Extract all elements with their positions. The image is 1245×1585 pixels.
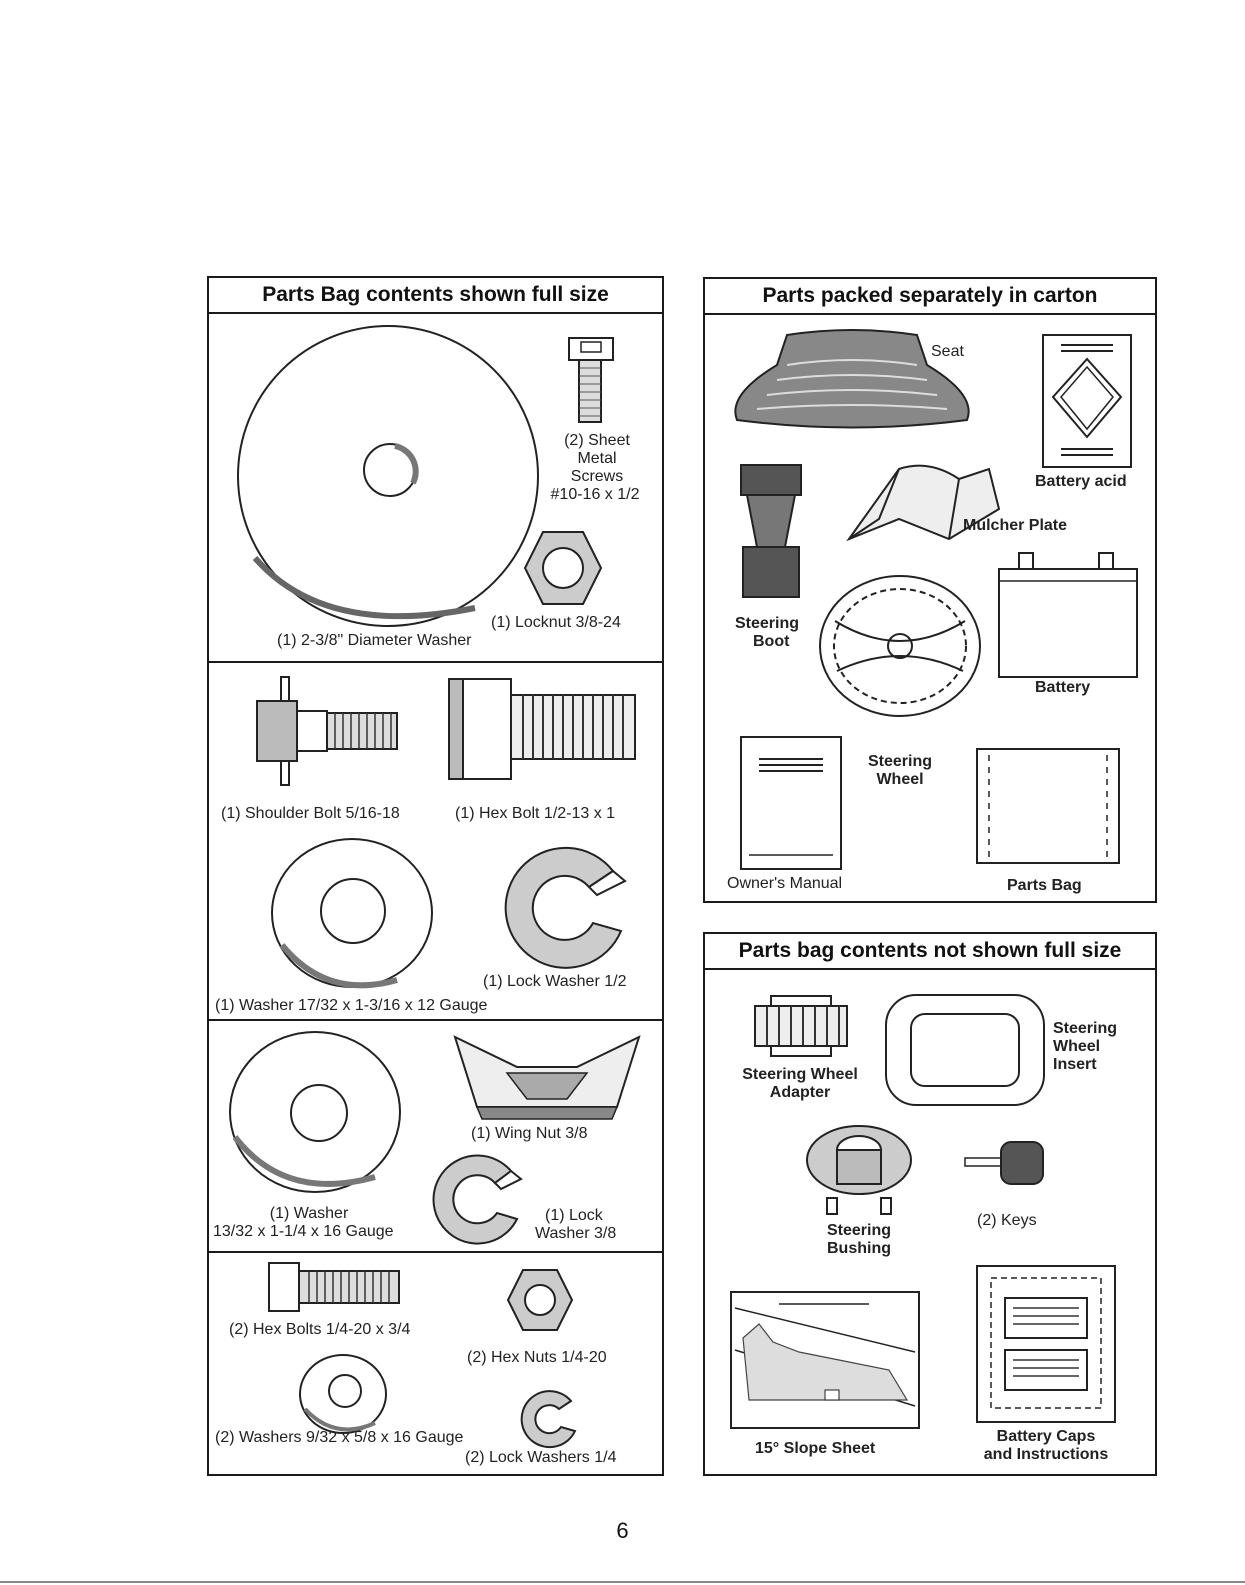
sheet-metal-screw-label-1: (2) Sheet	[564, 432, 630, 449]
parts-bag-label: Parts Bag	[1007, 877, 1082, 894]
hex-bolt-illustration	[448, 678, 636, 780]
sheet-metal-screw-illustration	[568, 337, 614, 423]
lock-washer-3-8-illustration	[432, 1154, 523, 1245]
diameter-washer-illustration	[237, 325, 539, 627]
battery-caps-label-1: Battery Caps	[996, 1428, 1096, 1445]
steering-boot-label-2: Boot	[753, 633, 790, 650]
steering-wheel-adapter-label-1: Steering Wheel	[742, 1066, 858, 1083]
steering-wheel-insert-label-1: Steering	[1053, 1020, 1118, 1037]
hex-nuts-label: (2) Hex Nuts 1/4-20	[467, 1349, 607, 1366]
seat-illustration	[734, 329, 970, 429]
sheet-metal-screw-label-4: #10-16 x 1/2	[550, 486, 640, 503]
locknut-illustration	[523, 531, 603, 605]
owners-manual-label: Owner's Manual	[727, 875, 843, 892]
steering-bushing-label-1: Steering	[826, 1222, 891, 1239]
steering-boot-illustration	[740, 464, 802, 598]
panel-title: Parts packed separately in carton	[705, 279, 1155, 315]
parts-bag-illustration	[976, 748, 1120, 864]
bottom-rule	[0, 1581, 1245, 1583]
mulcher-plate-label: Mulcher Plate	[963, 517, 1068, 534]
owners-manual-illustration	[740, 736, 842, 870]
steering-wheel-insert-illustration	[885, 994, 1045, 1106]
section-small-hardware: (2) Hex Bolts 1/4-20 x 3/4 (2) Hex Nuts …	[209, 1253, 662, 1472]
seat-label: Seat	[931, 343, 964, 360]
shoulder-bolt-illustration	[256, 676, 398, 786]
panel-title: Parts Bag contents shown full size	[209, 278, 662, 314]
panel-title: Parts bag contents not shown full size	[705, 934, 1155, 970]
washer-17-32-illustration	[271, 838, 433, 989]
lock-washers-quarter-illustration	[520, 1390, 577, 1449]
battery-caps-label-2: and Instructions	[983, 1446, 1109, 1463]
washer-17-32-label: (1) Washer 17/32 x 1-3/16 x 12 Gauge	[215, 997, 488, 1014]
hex-bolt-label: (1) Hex Bolt 1/2-13 x 1	[455, 805, 616, 822]
sheet-metal-screw-label-2: Metal	[577, 450, 617, 467]
steering-wheel-insert-label-3: Insert	[1053, 1056, 1097, 1073]
steering-wheel-illustration	[819, 575, 981, 717]
steering-wheel-label-2: Wheel	[876, 771, 924, 788]
keys-label: (2) Keys	[977, 1212, 1037, 1229]
lock-washers-quarter-label: (2) Lock Washers 1/4	[465, 1449, 617, 1466]
lock-washer-3-8-label-2: Washer 3/8	[535, 1225, 617, 1242]
lock-washer-3-8-label-1: (1) Lock	[545, 1207, 603, 1224]
section-washer-screws-locknut: (2) Sheet Metal Screws #10-16 x 1/2 (1) …	[209, 314, 662, 663]
steering-wheel-label-1: Steering	[867, 753, 932, 770]
steering-wheel-insert-label-2: Wheel	[1053, 1038, 1101, 1055]
mulcher-plate-illustration	[846, 464, 1001, 542]
carton-parts-panel: Parts packed separately in carton Seat B…	[703, 277, 1157, 903]
locknut-label: (1) Locknut 3/8-24	[491, 614, 621, 631]
washers-9-32-illustration	[299, 1354, 387, 1434]
battery-illustration	[998, 552, 1138, 678]
slope-sheet-label: 15° Slope Sheet	[755, 1440, 876, 1457]
wing-nut-illustration	[453, 1035, 641, 1120]
wing-nut-label: (1) Wing Nut 3/8	[471, 1125, 588, 1142]
parts-bag-full-size-panel: Parts Bag contents shown full size (2) S…	[207, 276, 664, 1476]
washer-13-32-illustration	[229, 1031, 401, 1193]
section-bolts-washers: (1) Shoulder Bolt 5/16-18 (1) Hex Bolt 1…	[209, 663, 662, 1021]
lock-washer-half-illustration	[504, 846, 627, 969]
washer-13-32-label-2: 13/32 x 1-1/4 x 16 Gauge	[213, 1223, 394, 1240]
sheet-metal-screw-label-3: Screws	[570, 468, 624, 485]
steering-wheel-adapter-illustration	[754, 995, 848, 1057]
hex-nuts-illustration	[506, 1269, 574, 1331]
page-number: 6	[616, 1518, 629, 1543]
section-wing-nut-washers: (1) Wing Nut 3/8 (1) Washer 13/32 x 1-1/…	[209, 1021, 662, 1253]
battery-acid-label: Battery acid	[1035, 473, 1127, 490]
steering-bushing-label-2: Bushing	[827, 1240, 891, 1257]
steering-boot-label-1: Steering	[735, 615, 800, 632]
shoulder-bolt-label: (1) Shoulder Bolt 5/16-18	[221, 805, 400, 822]
steering-bushing-illustration	[806, 1125, 912, 1215]
hex-bolts-illustration	[268, 1262, 400, 1312]
keys-illustration	[964, 1141, 1044, 1185]
washers-9-32-label: (2) Washers 9/32 x 5/8 x 16 Gauge	[215, 1429, 464, 1446]
battery-caps-illustration	[976, 1265, 1116, 1423]
hex-bolts-label: (2) Hex Bolts 1/4-20 x 3/4	[229, 1321, 411, 1338]
parts-bag-not-full-size-panel: Parts bag contents not shown full size S…	[703, 932, 1157, 1476]
lock-washer-half-label: (1) Lock Washer 1/2	[483, 973, 627, 990]
slope-sheet-illustration	[730, 1291, 920, 1429]
battery-label: Battery	[1035, 679, 1091, 696]
big-washer-label: (1) 2-3/8" Diameter Washer	[277, 632, 472, 649]
washer-13-32-label-1: (1) Washer	[269, 1205, 349, 1222]
battery-acid-illustration	[1042, 334, 1132, 468]
steering-wheel-adapter-label-2: Adapter	[769, 1084, 831, 1101]
